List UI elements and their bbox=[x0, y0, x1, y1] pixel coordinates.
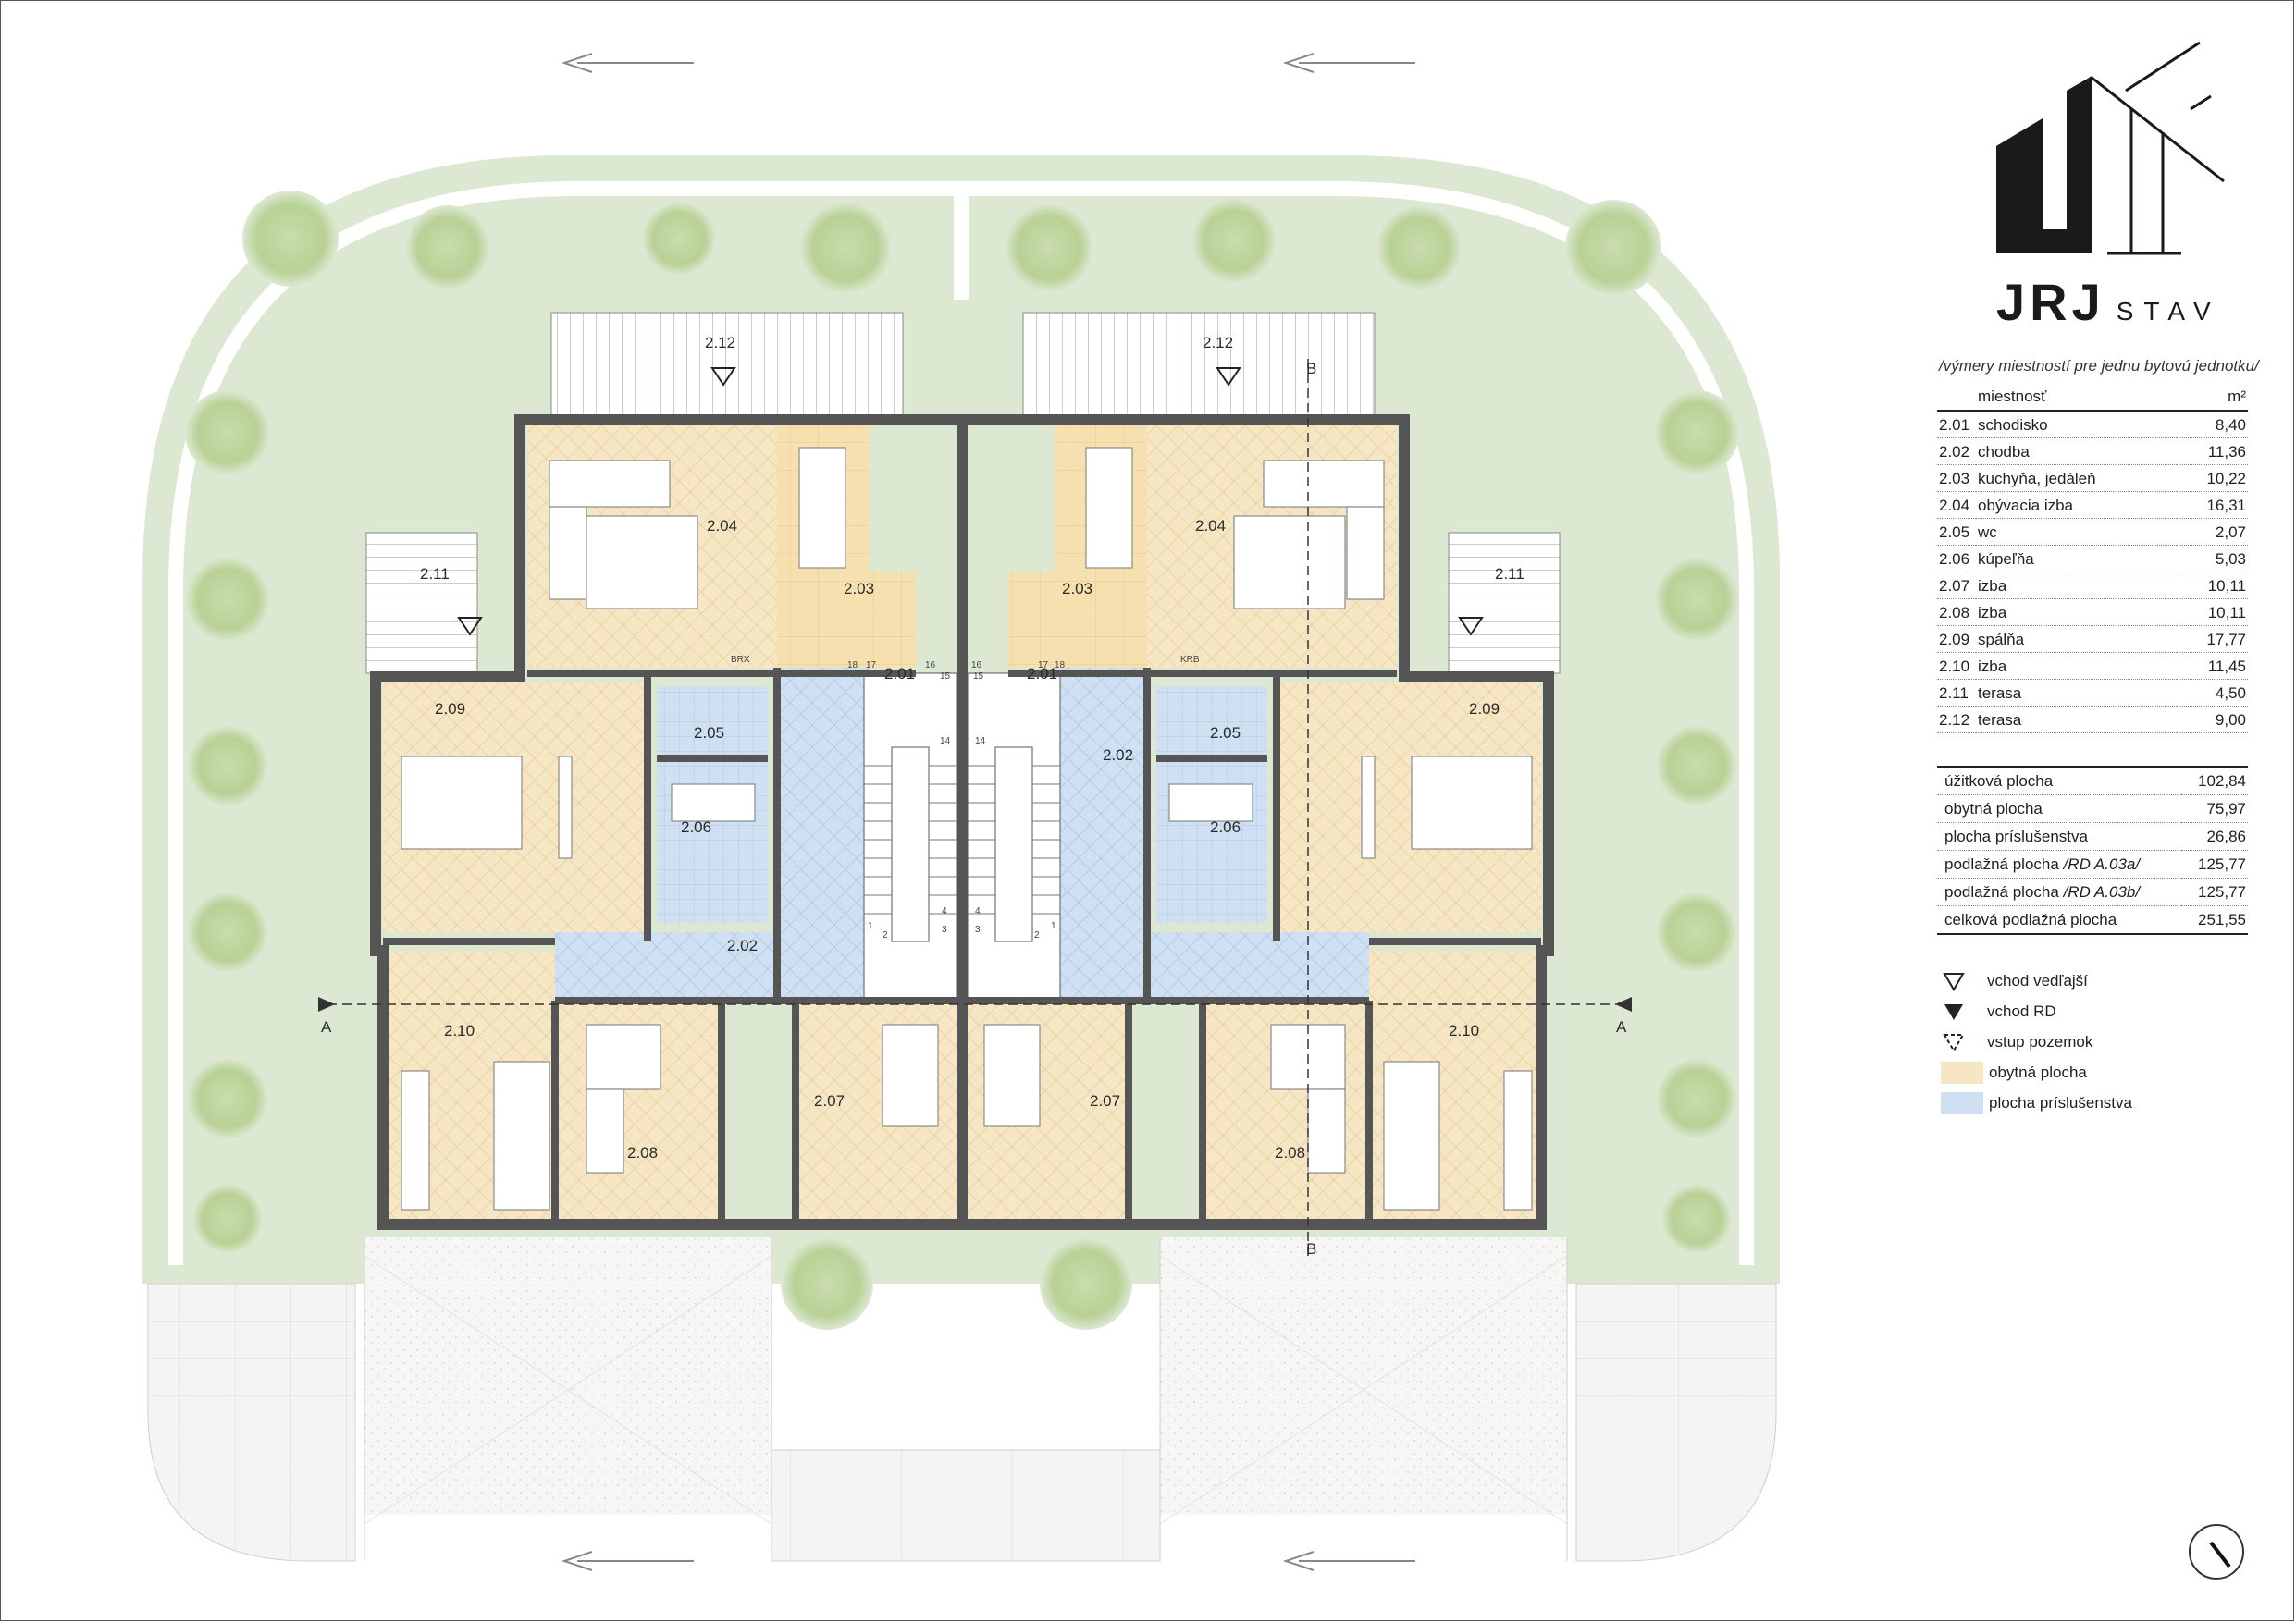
section-a-left: A bbox=[321, 1018, 332, 1036]
legend-item: vchod RD bbox=[1941, 996, 2132, 1027]
walls bbox=[370, 414, 1554, 1230]
step-number: 3 bbox=[975, 925, 981, 935]
legend: vchod vedľajší vchod RD vstup pozemok ob… bbox=[1941, 965, 2132, 1118]
table-caption: /výmery miestností pre jednu bytovú jedn… bbox=[1939, 357, 2259, 375]
furniture bbox=[401, 447, 1533, 1211]
appliance-tag: KRB bbox=[1180, 655, 1200, 665]
step-number: 15 bbox=[940, 671, 951, 682]
section-a-right: A bbox=[1616, 1018, 1627, 1036]
living-area-swatch bbox=[1941, 1061, 1983, 1084]
step-number: 1 bbox=[1051, 921, 1056, 931]
room-label: 2.07 bbox=[1090, 1092, 1120, 1110]
room-label: 2.05 bbox=[694, 724, 724, 742]
room-label: 2.12 bbox=[705, 334, 735, 351]
room-label: 2.08 bbox=[627, 1144, 658, 1162]
room-label: 2.01 bbox=[1027, 665, 1057, 682]
legend-item: vstup pozemok bbox=[1941, 1027, 2132, 1057]
col-header-room: miestnosť bbox=[1976, 385, 2178, 412]
step-number: 2 bbox=[1034, 930, 1040, 941]
room-label: 2.06 bbox=[681, 818, 711, 836]
step-number: 17 bbox=[1038, 660, 1049, 670]
room-label: 2.03 bbox=[844, 580, 874, 597]
room-label: 2.04 bbox=[707, 517, 737, 535]
step-number: 16 bbox=[971, 660, 982, 670]
legend-item: plocha príslušenstva bbox=[1941, 1088, 2132, 1118]
table-row: podlažná plocha /RD A.03a/125,77 bbox=[1937, 850, 2248, 879]
step-number: 14 bbox=[940, 736, 951, 746]
room-label: 2.03 bbox=[1062, 580, 1092, 597]
accessory-area-swatch bbox=[1941, 1091, 1983, 1114]
room-label: 2.02 bbox=[1103, 746, 1133, 764]
section-b-bottom: B bbox=[1306, 1240, 1316, 1258]
step-number: 17 bbox=[866, 660, 877, 670]
col-header-unit: m² bbox=[2177, 385, 2248, 412]
room-label: 2.10 bbox=[1449, 1022, 1479, 1039]
room-label: 2.05 bbox=[1210, 724, 1241, 742]
room-label: 2.11 bbox=[1495, 565, 1524, 583]
room-label: 2.11 bbox=[420, 565, 450, 583]
step-number: 3 bbox=[942, 925, 947, 935]
north-arrow-icon bbox=[2189, 1524, 2244, 1580]
traffic-arrows bbox=[561, 53, 1415, 1571]
step-number: 14 bbox=[975, 736, 986, 746]
table-row: podlažná plocha /RD A.03b/125,77 bbox=[1937, 878, 2248, 906]
dashed-triangle-icon bbox=[1941, 1030, 1967, 1054]
step-number: 4 bbox=[942, 906, 947, 916]
step-number: 15 bbox=[973, 671, 984, 682]
open-triangle-icon bbox=[1941, 969, 1967, 993]
room-label: 2.09 bbox=[1469, 700, 1500, 718]
room-label: 2.02 bbox=[727, 937, 758, 954]
room-label: 2.10 bbox=[444, 1022, 475, 1039]
terrace-212-right bbox=[1022, 312, 1376, 424]
terrace-211-left bbox=[365, 532, 478, 674]
step-number: 16 bbox=[925, 660, 936, 670]
room-label: 2.08 bbox=[1275, 1144, 1305, 1162]
appliance-tag: BRX bbox=[731, 655, 750, 665]
legend-item: vchod vedľajší bbox=[1941, 965, 2132, 996]
garden-path bbox=[168, 181, 1754, 1265]
room-label: 2.06 bbox=[1210, 818, 1241, 836]
step-number: 18 bbox=[1055, 660, 1066, 670]
section-b-top: B bbox=[1306, 360, 1316, 377]
step-number: 2 bbox=[883, 930, 888, 941]
terrace-211-right bbox=[1448, 532, 1561, 674]
legend-item: obytná plocha bbox=[1941, 1057, 2132, 1088]
step-number: 4 bbox=[975, 906, 981, 916]
house-logo-icon bbox=[1996, 41, 2225, 255]
room-label: 2.01 bbox=[884, 665, 915, 682]
floor-plan: A A B B 2.12 2.11 2.04 2.03 2.01 2.09 2.… bbox=[13, 26, 1911, 1598]
stair-treads bbox=[864, 765, 1060, 915]
filled-triangle-icon bbox=[1941, 1000, 1967, 1024]
room-label: 2.04 bbox=[1195, 517, 1226, 535]
room-label: 2.09 bbox=[435, 700, 465, 718]
trees bbox=[185, 191, 1739, 1330]
step-number: 18 bbox=[847, 660, 858, 670]
step-number: 1 bbox=[868, 921, 873, 931]
room-label: 2.12 bbox=[1203, 334, 1233, 351]
room-label: 2.07 bbox=[814, 1092, 845, 1110]
